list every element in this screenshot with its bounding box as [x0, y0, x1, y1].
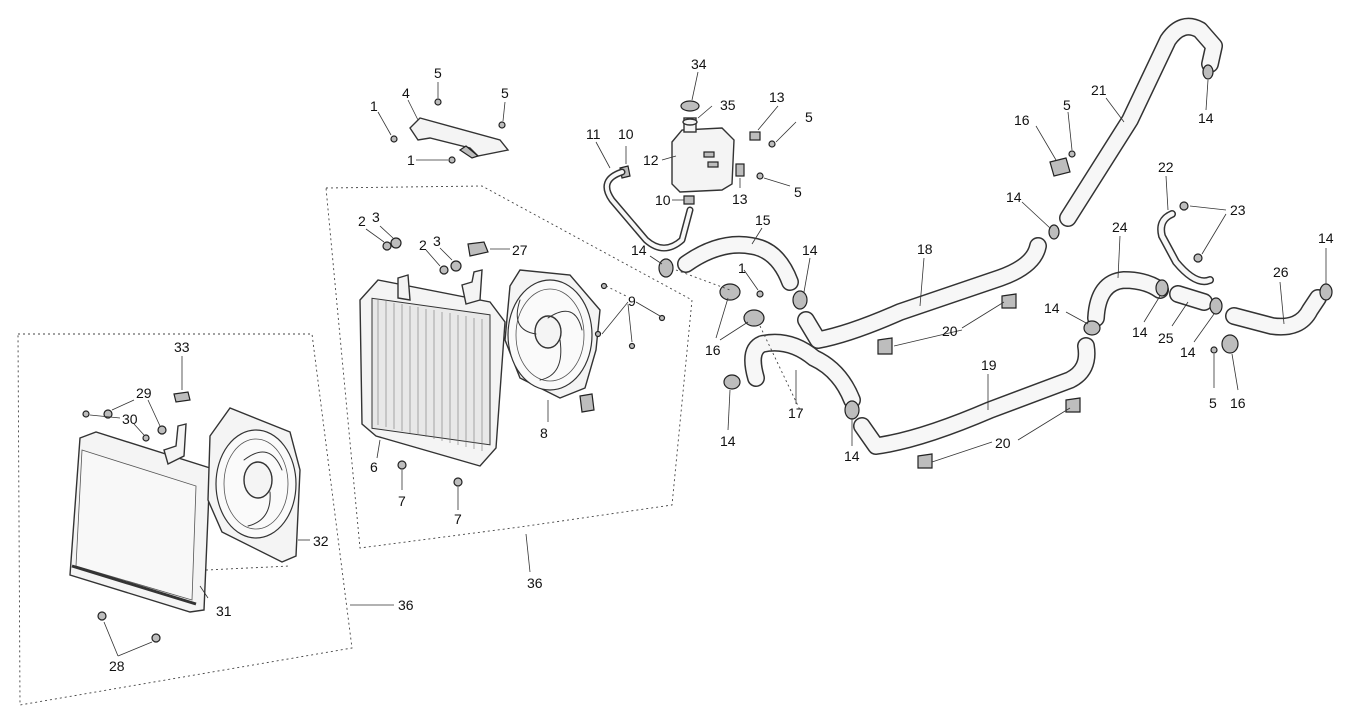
callout-33: 33: [174, 339, 190, 355]
hose-long-18: [797, 237, 1047, 349]
group-outline-alt-radiator-assembly: [17, 333, 353, 706]
callout-35: 35: [720, 97, 736, 113]
hose-overflow: [595, 141, 694, 252]
group-outline-radiator-assembly: [325, 185, 693, 549]
hose-long-21: [1059, 17, 1223, 227]
callout-31: 31: [216, 603, 232, 619]
callout-18: 18: [917, 241, 933, 257]
callout-5: 5: [434, 65, 442, 81]
callout-12: 12: [643, 152, 659, 168]
callout-7: 7: [454, 511, 462, 527]
callout-5: 5: [794, 184, 802, 200]
callout-14: 14: [1198, 110, 1214, 126]
callout-14: 14: [1006, 189, 1022, 205]
callout-16: 16: [705, 342, 721, 358]
callout-3: 3: [433, 233, 441, 249]
callout-13: 13: [732, 191, 748, 207]
callout-14: 14: [720, 433, 736, 449]
callout-14: 14: [1044, 300, 1060, 316]
callout-9: 9: [628, 293, 636, 309]
callout-26: 26: [1273, 264, 1289, 280]
hose-lower-17: [744, 333, 861, 409]
callout-14: 14: [1180, 344, 1196, 360]
callout-6: 6: [370, 459, 378, 475]
radiator-alt: [69, 356, 211, 657]
callout-5: 5: [1063, 97, 1071, 113]
callout-34: 34: [691, 56, 707, 72]
callout-8: 8: [540, 425, 548, 441]
callout-20: 20: [942, 323, 958, 339]
callout-27: 27: [512, 242, 528, 258]
callout-5: 5: [501, 85, 509, 101]
hose-upper-15: [677, 227, 799, 291]
hose-long-19: [853, 337, 1096, 455]
hose-24: [1087, 235, 1169, 327]
callout-20: 20: [995, 435, 1011, 451]
callout-3: 3: [372, 209, 380, 225]
callout-7: 7: [398, 493, 406, 509]
callout-15: 15: [755, 212, 771, 228]
callout-14: 14: [1318, 230, 1334, 246]
cooling-fan-alt: [205, 407, 310, 571]
radiator-fins: [377, 300, 483, 451]
hose-25: [1169, 285, 1213, 327]
callout-16: 16: [1230, 395, 1246, 411]
callout-1: 1: [738, 260, 746, 276]
callout-17: 17: [788, 405, 804, 421]
callout-25: 25: [1158, 330, 1174, 346]
callout-16: 16: [1014, 112, 1030, 128]
callout-13: 13: [769, 89, 785, 105]
callout-labels: 1 1 1 2 2 3 3 4 5 5 5 5 5 5 6 7 7 8 9 10…: [109, 56, 1334, 674]
callout-1: 1: [407, 152, 415, 168]
callout-5: 5: [805, 109, 813, 125]
callout-32: 32: [313, 533, 329, 549]
callout-2: 2: [358, 213, 366, 229]
callout-30: 30: [122, 411, 138, 427]
hose-clamps: [649, 64, 1333, 469]
callout-1: 1: [370, 98, 378, 114]
expansion-tank: [619, 71, 797, 205]
callout-22: 22: [1158, 159, 1174, 175]
callout-14: 14: [1132, 324, 1148, 340]
callout-21: 21: [1091, 82, 1107, 98]
mounting-bracket: [377, 82, 510, 164]
radiator-main: [359, 225, 510, 510]
callout-28: 28: [109, 658, 125, 674]
callout-36: 36: [527, 575, 543, 591]
hose-small-22: [1157, 175, 1227, 286]
callout-2: 2: [419, 237, 427, 253]
callout-10: 10: [618, 126, 634, 142]
callout-4: 4: [402, 85, 410, 101]
callout-23: 23: [1230, 202, 1246, 218]
cooling-fan-main: [504, 269, 666, 422]
callout-5: 5: [1209, 395, 1217, 411]
callout-29: 29: [136, 385, 152, 401]
callout-14: 14: [802, 242, 818, 258]
callout-24: 24: [1112, 219, 1128, 235]
callout-19: 19: [981, 357, 997, 373]
callout-11: 11: [586, 126, 601, 142]
callout-36: 36: [398, 597, 414, 613]
callout-14: 14: [844, 448, 860, 464]
hose-26: [1225, 281, 1327, 336]
callout-14: 14: [631, 242, 647, 258]
callout-10: 10: [655, 192, 671, 208]
